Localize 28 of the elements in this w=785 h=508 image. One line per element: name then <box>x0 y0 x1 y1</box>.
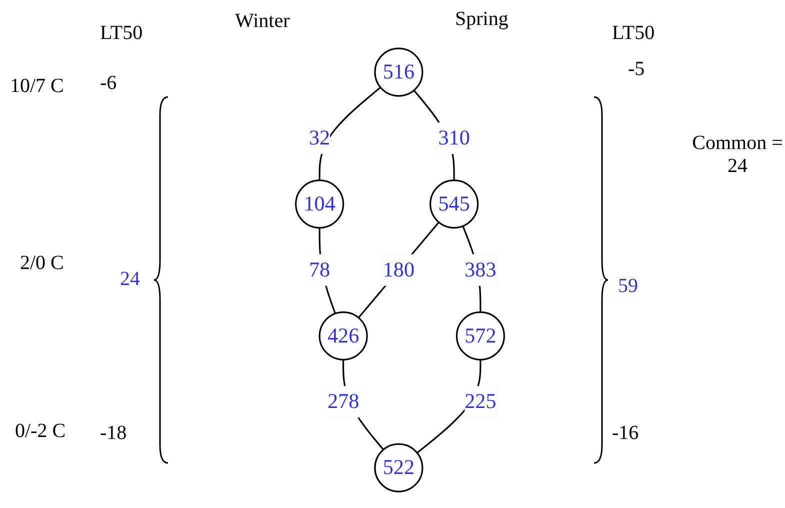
node-circle: 572 <box>456 311 505 360</box>
node-circle: 545 <box>430 180 479 229</box>
value-label: -5 <box>628 58 645 81</box>
edge-label: 32 <box>309 126 330 150</box>
column-heading: LT50 <box>612 22 655 45</box>
value-label: -18 <box>100 422 127 445</box>
node-circle: 426 <box>318 311 368 360</box>
edge-label: 180 <box>382 258 415 282</box>
row-label: 0/-2 C <box>15 420 66 443</box>
column-heading: Spring <box>455 8 508 31</box>
node-circle: 104 <box>295 180 344 229</box>
value-label: -16 <box>612 422 639 445</box>
edge-label: 278 <box>327 390 360 414</box>
edge-label: 78 <box>309 258 330 282</box>
edge-label: 383 <box>464 258 496 282</box>
row-label: 2/0 C <box>20 252 64 275</box>
row-label: 10/7 C <box>10 75 64 98</box>
column-heading: Winter <box>235 10 290 33</box>
value-label: -6 <box>100 72 117 95</box>
node-circle: 516 <box>374 48 424 97</box>
edge-label: 310 <box>438 126 470 150</box>
value-label: 24 <box>120 268 140 291</box>
node-circle: 522 <box>374 443 424 492</box>
edge-label: 225 <box>464 390 496 414</box>
value-label: Common = 24 <box>691 132 784 178</box>
connector <box>358 222 440 318</box>
column-heading: LT50 <box>100 22 143 45</box>
value-label: 59 <box>618 275 638 298</box>
